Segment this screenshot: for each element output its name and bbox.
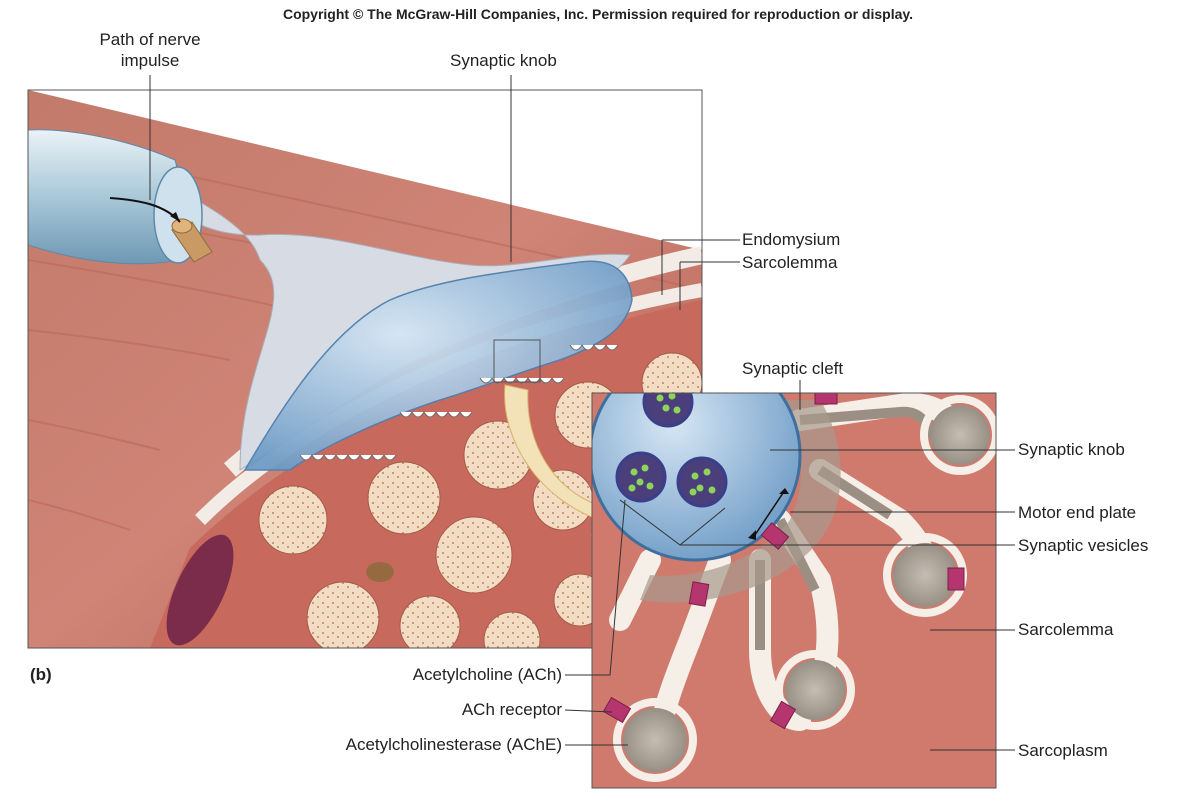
inset-panel [590,350,996,788]
label-synaptic-vesicles: Synaptic vesicles [1018,537,1148,554]
label-motor-end-plate: Motor end plate [1018,504,1136,521]
label-ach-receptor: ACh receptor [300,701,562,718]
label-acetylcholinesterase: Acetylcholinesterase (AChE) [250,736,562,753]
label-sarcoplasm: Sarcoplasm [1018,742,1108,759]
label-sarcolemma-top: Sarcolemma [742,254,837,271]
label-path-of-nerve-impulse-line2: impulse [92,52,208,69]
panel-label: (b) [30,666,52,683]
label-synaptic-cleft: Synaptic cleft [742,360,843,377]
label-acetylcholine: Acetylcholine (ACh) [300,666,562,683]
label-path-of-nerve-impulse-line1: Path of nerve [92,31,208,48]
label-endomysium: Endomysium [742,231,840,248]
label-synaptic-knob-inset: Synaptic knob [1018,441,1125,458]
label-sarcolemma-inset: Sarcolemma [1018,621,1113,638]
label-synaptic-knob-top: Synaptic knob [450,52,557,69]
